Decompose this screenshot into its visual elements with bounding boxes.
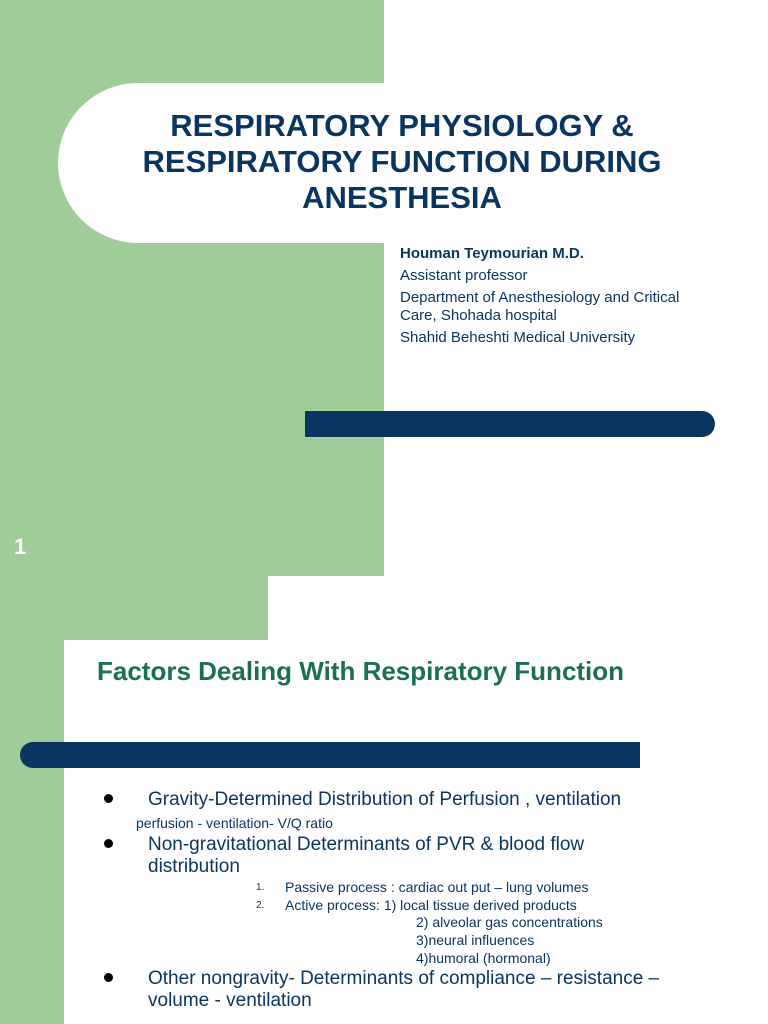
slide1-title: RESPIRATORY PHYSIOLOGY & RESPIRATORY FUN… xyxy=(100,108,704,216)
slide-number: 1 xyxy=(14,534,27,559)
list-continuation: 2) alveolar gas concentrations xyxy=(416,914,603,930)
bullet-3-line-2: volume - ventilation xyxy=(148,990,312,1011)
bullet-icon xyxy=(104,839,113,848)
department-line-2: Care, Shohada hospital xyxy=(400,307,557,324)
list-number: 2. xyxy=(256,900,265,911)
title-line-2: RESPIRATORY FUNCTION DURING xyxy=(142,144,662,179)
title-pill xyxy=(58,83,768,243)
department-line-1: Department of Anesthesiology and Critica… xyxy=(400,289,680,306)
list-item: Passive process : cardiac out put – lung… xyxy=(285,879,589,895)
green-panel-mid xyxy=(0,576,268,640)
bullet-1: Gravity-Determined Distribution of Perfu… xyxy=(148,789,622,810)
list-number: 1. xyxy=(256,882,265,893)
bullet-1-sub: perfusion - ventilation- V/Q ratio xyxy=(136,815,333,831)
author-block: Houman Teymourian M.D. Assistant profess… xyxy=(400,245,740,351)
bullet-3-line-1: Other nongravity- Determinants of compli… xyxy=(148,968,660,989)
title-line-3: ANESTHESIA xyxy=(302,180,502,215)
decorative-bar-1 xyxy=(305,411,715,437)
author-department: Department of Anesthesiology and Critica… xyxy=(400,289,740,325)
green-panel-bottom xyxy=(0,640,64,1024)
author-name: Houman Teymourian M.D. xyxy=(400,245,584,262)
bullet-icon xyxy=(104,794,113,803)
slide2-panel xyxy=(64,640,768,1024)
bullet-2-line-2: distribution xyxy=(148,856,240,877)
decorative-bar-2 xyxy=(20,742,640,768)
title-line-1: RESPIRATORY PHYSIOLOGY & xyxy=(170,108,634,143)
slide2-title: Factors Dealing With Respiratory Functio… xyxy=(97,656,625,686)
bullet-2-line-1: Non-gravitational Determinants of PVR & … xyxy=(148,834,585,855)
author-role: Assistant professor xyxy=(400,267,528,284)
list-item: Active process: 1) local tissue derived … xyxy=(285,897,577,913)
author-university: Shahid Beheshti Medical University xyxy=(400,329,636,346)
list-continuation: 4)humoral (hormonal) xyxy=(416,950,551,966)
list-continuation: 3)neural influences xyxy=(416,932,535,948)
bullet-icon xyxy=(104,973,113,982)
